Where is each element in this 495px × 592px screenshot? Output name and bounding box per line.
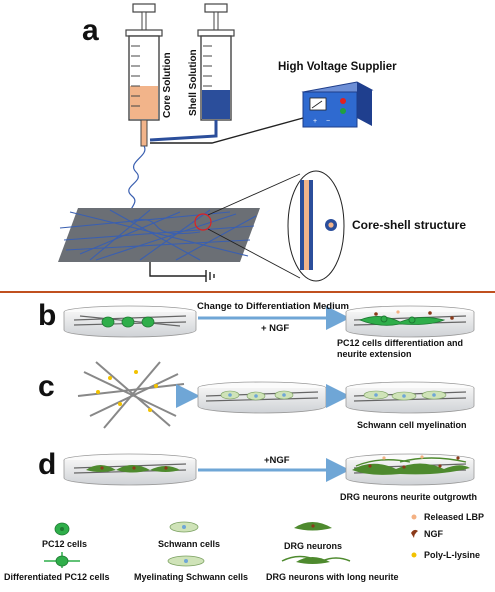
panel-label-d: d — [38, 448, 56, 481]
legend-diff-pc12-icon — [44, 552, 80, 568]
high-voltage-box: + − — [301, 81, 374, 128]
panel-b-result-line2: neurite extension — [337, 349, 412, 359]
pc12-cell-icon — [141, 316, 155, 328]
legend: PC12 cells Differentiated PC12 cells Sch… — [4, 512, 484, 582]
shell-feed-tube — [149, 120, 218, 142]
svg-text:−: − — [326, 118, 330, 125]
panel-label-b: b — [38, 299, 56, 332]
high-voltage-label: High Voltage Supplier — [278, 61, 397, 73]
dish-d-left — [63, 453, 197, 486]
red-indicator-icon — [340, 98, 346, 104]
fiber-bundle-c — [77, 361, 185, 429]
legend-diff-pc12: Differentiated PC12 cells — [4, 572, 110, 582]
dish-c-right — [345, 381, 475, 414]
legend-polylysine-icon — [411, 552, 417, 558]
core-syringe — [125, 3, 163, 147]
legend-myelinating: Myelinating Schwann cells — [134, 572, 248, 582]
legend-poly-lysine: Poly-L-lysine — [424, 550, 480, 560]
panel-d-result: DRG neurons neurite outgrowth — [340, 492, 477, 502]
green-indicator-icon — [340, 108, 346, 114]
fiber-collector — [58, 208, 260, 262]
legend-drg-long-icon — [281, 555, 351, 564]
dish-d-right — [345, 453, 475, 486]
panel-label-c: c — [38, 370, 55, 403]
dish-b-left — [63, 305, 197, 338]
svg-text:+: + — [313, 118, 317, 125]
panel-c-result: Schwann cell myelination — [357, 420, 467, 430]
legend-ngf-icon — [411, 529, 418, 538]
shell-solution-fill — [202, 90, 230, 119]
shell-syringe — [197, 3, 235, 121]
poly-lysine-dots — [96, 370, 158, 412]
arrow-d-top-label: +NGF — [264, 455, 290, 466]
panel-label-a: a — [82, 14, 99, 47]
pc12-cell-icon — [121, 316, 135, 328]
dish-b-right — [345, 305, 475, 338]
shell-solution-label: Shell Solution — [188, 49, 199, 116]
dish-c-middle — [197, 381, 327, 414]
core-solution-fill — [130, 86, 158, 119]
legend-schwann: Schwann cells — [158, 539, 220, 549]
ground-icon — [205, 270, 215, 282]
core-shell-fiber-section — [300, 180, 337, 270]
ground-wire — [149, 262, 206, 277]
pc12-cell-icon — [101, 316, 115, 328]
core-shell-label: Core-shell structure — [352, 218, 466, 232]
arrow-b-top-label: Change to Differentiation Medium — [197, 301, 349, 312]
legend-ngf: NGF — [424, 529, 444, 539]
panel-b-result-line1: PC12 cells differentiation and — [337, 338, 463, 348]
voltage-wire — [150, 117, 304, 144]
legend-released-lbp: Released LBP — [424, 512, 484, 522]
fiber-jet — [128, 145, 146, 221]
legend-lbp-icon — [411, 514, 417, 520]
legend-drg-long: DRG neurons with long neurite — [266, 572, 399, 582]
zoom-target-circle — [194, 213, 212, 231]
arrow-b-bottom-label: + NGF — [261, 323, 289, 334]
core-solution-label: Core Solution — [162, 52, 173, 118]
legend-pc12: PC12 cells — [42, 539, 87, 549]
legend-drg: DRG neurons — [284, 541, 342, 551]
